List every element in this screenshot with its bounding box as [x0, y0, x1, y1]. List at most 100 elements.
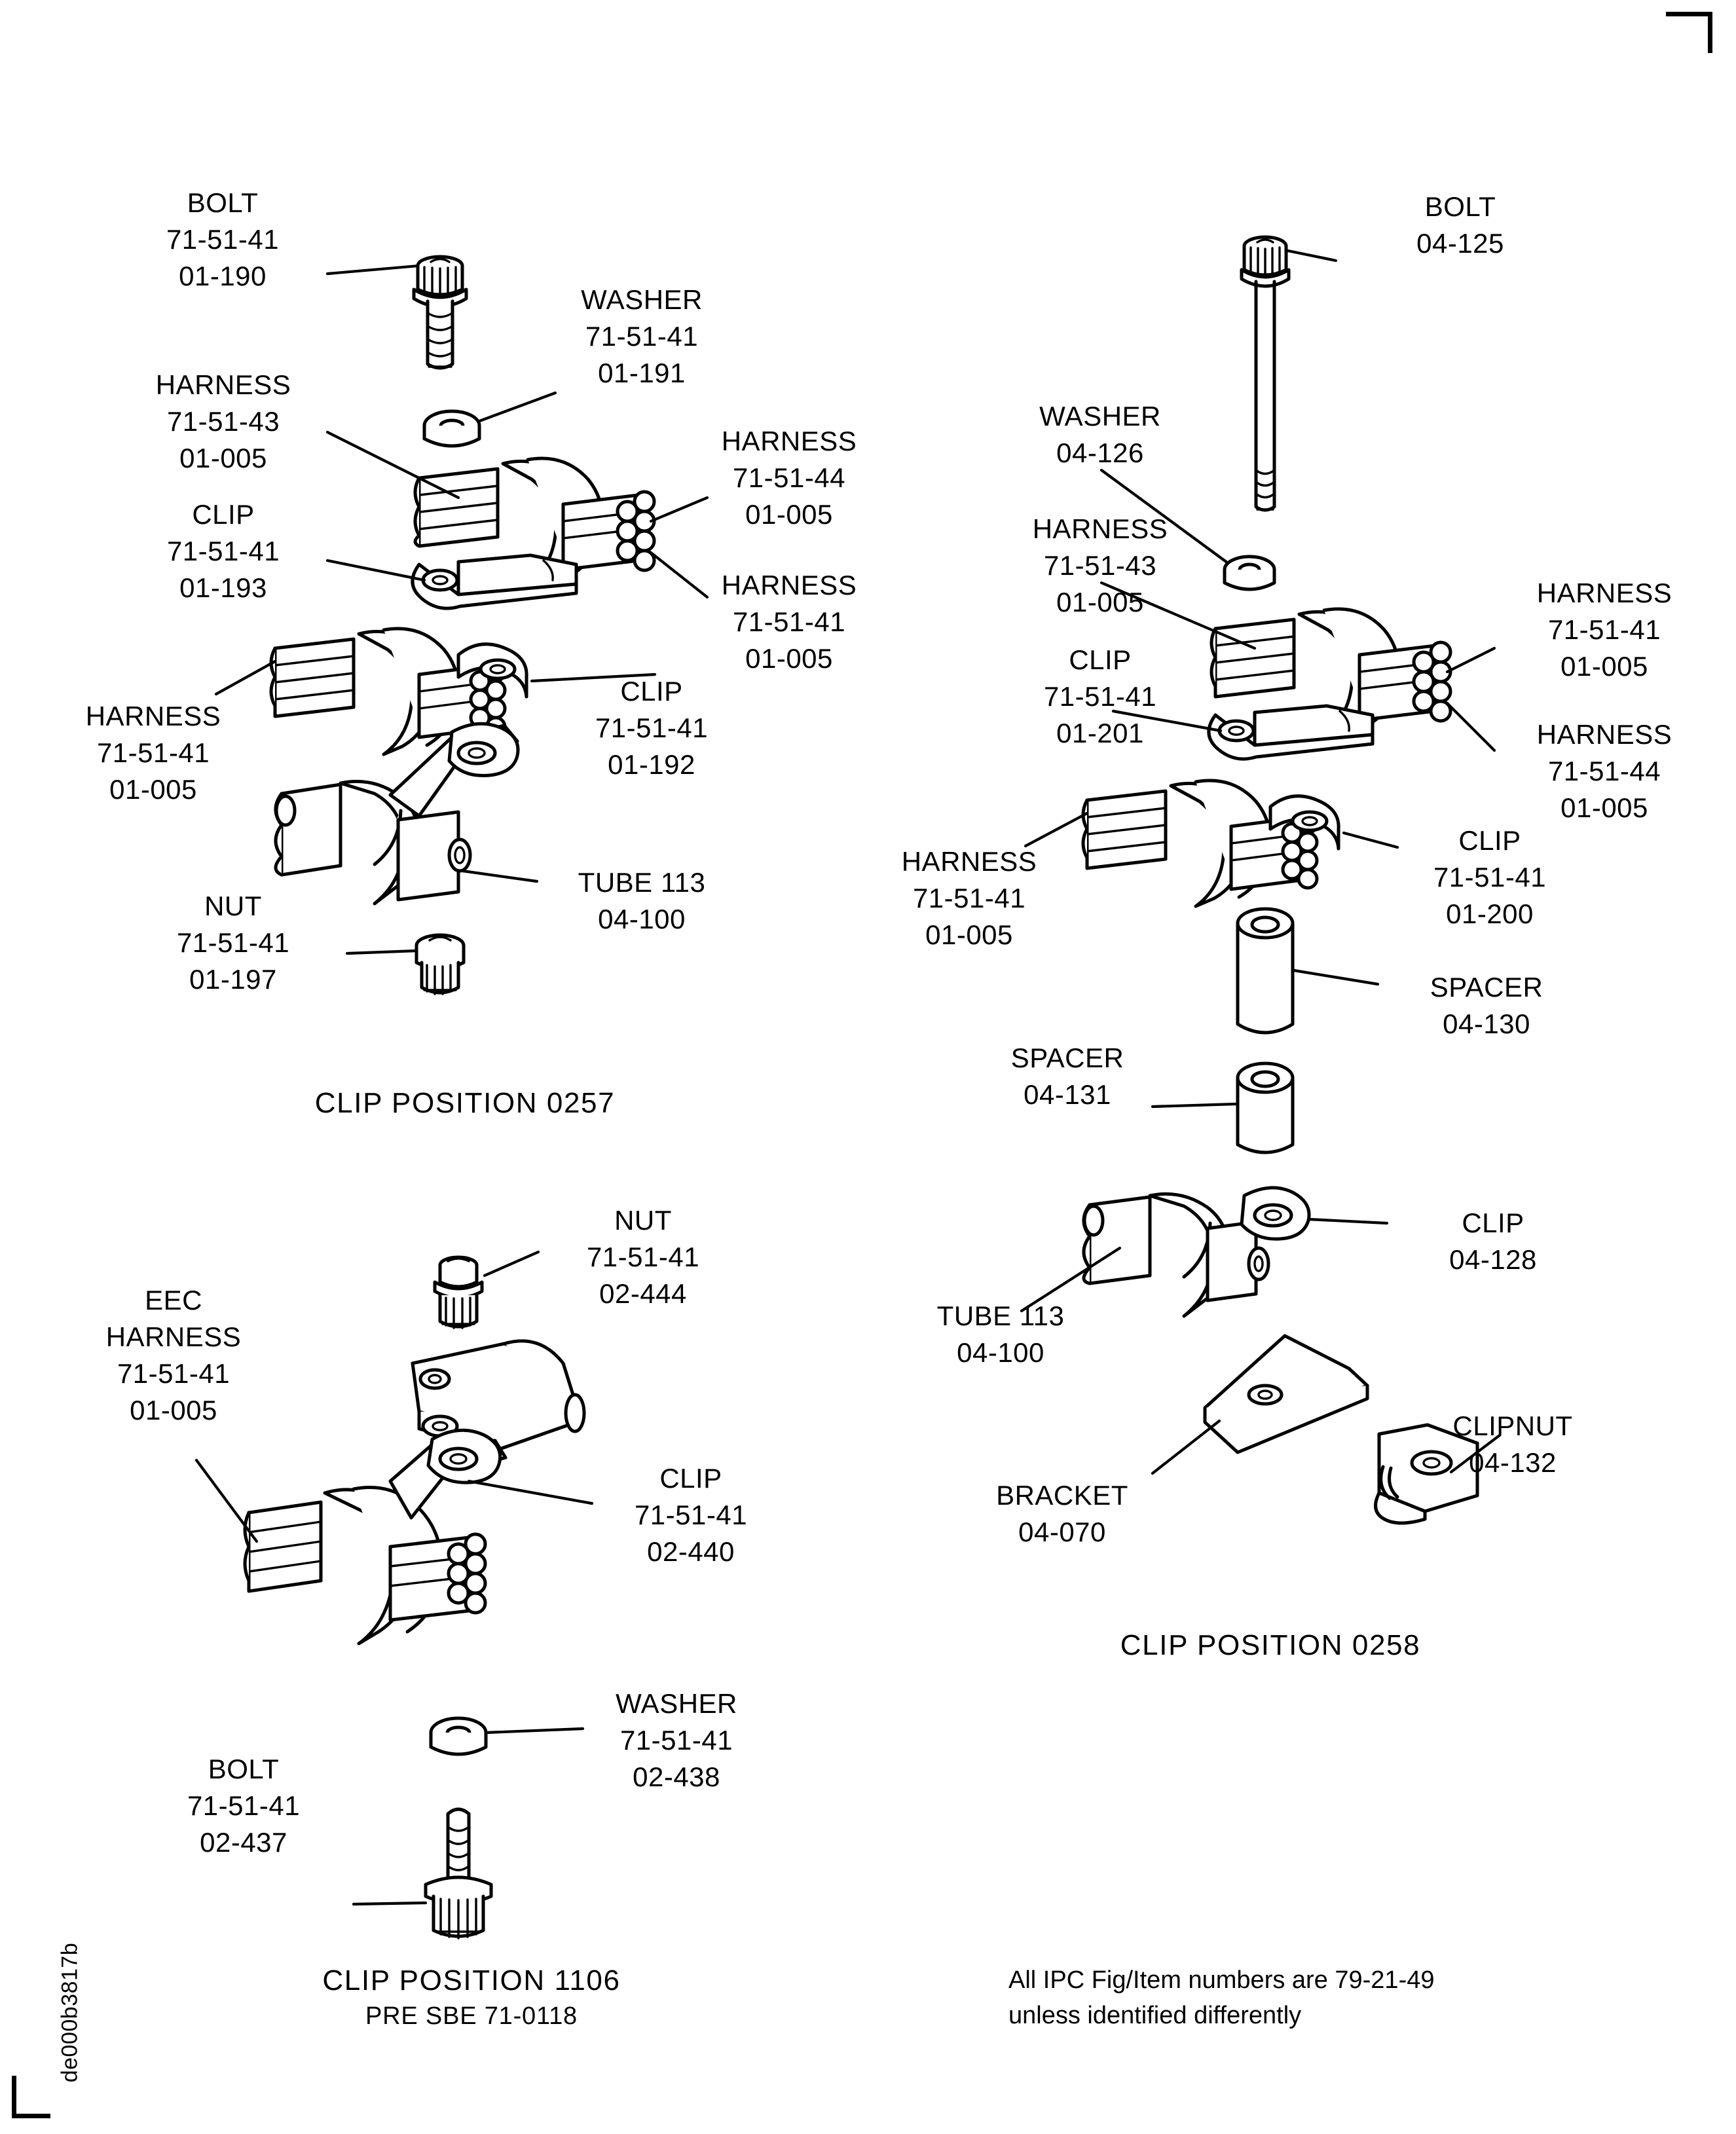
- ipc-note-line-2: unless identified differently: [1008, 2001, 1302, 2029]
- label-line-3: 71-51-41: [117, 1357, 231, 1389]
- label-harness-71-51-43-right: HARNESS 71-51-43 01-005: [1002, 511, 1198, 621]
- art-bolt-04-125: [1240, 235, 1338, 512]
- label-clip-01-193: CLIP 71-51-41 01-193: [122, 496, 325, 606]
- label-line-1: BOLT: [187, 187, 259, 218]
- label-line-3: 02-437: [200, 1826, 287, 1858]
- label-line-2: 71-51-41: [187, 1790, 301, 1821]
- label-washer-04-126: WASHER 04-126: [1002, 398, 1198, 471]
- label-bolt-04-125: BOLT 04-125: [1362, 189, 1559, 262]
- art-tube-113-04-100: [274, 722, 539, 906]
- label-line-3: 01-201: [1056, 717, 1144, 748]
- label-spacer-04-130: SPACER 04-130: [1388, 969, 1585, 1042]
- label-line-3: 01-005: [1561, 650, 1648, 682]
- label-line-1: CLIP: [192, 499, 255, 530]
- label-line-2: 71-51-41: [912, 882, 1026, 913]
- label-line-3: 02-438: [633, 1761, 720, 1792]
- art-spacer-04-130: [1236, 907, 1380, 1035]
- label-line-2: 71-51-41: [586, 1241, 700, 1272]
- label-line-1: WASHER: [616, 1688, 737, 1719]
- label-line-1: EEC: [145, 1285, 202, 1315]
- label-line-2: 71-51-41: [619, 1724, 733, 1756]
- label-line-1: BRACKET: [996, 1480, 1128, 1511]
- art-tube-bracket-1106: [411, 1339, 586, 1452]
- label-line-2: 04-100: [598, 903, 686, 934]
- label-line-3: 01-193: [179, 572, 267, 603]
- label-line-2: 71-51-41: [585, 320, 699, 352]
- label-line-1: CLIP: [1069, 644, 1132, 675]
- label-line-1: HARNESS: [721, 570, 857, 600]
- label-line-2: 71-51-41: [1547, 614, 1661, 645]
- label-line-2: 71-51-41: [595, 712, 709, 743]
- label-line-1: BOLT: [1424, 191, 1496, 222]
- label-line-1: CLIPNUT: [1452, 1410, 1573, 1441]
- label-clip-04-128: CLIP 04-128: [1395, 1205, 1591, 1278]
- ipc-note-line-1: All IPC Fig/Item numbers are 79-21-49: [1008, 1966, 1435, 1994]
- label-line-3: 01-005: [179, 442, 267, 473]
- label-line-1: TUBE 113: [578, 867, 706, 898]
- label-line-3: 01-005: [745, 642, 833, 674]
- art-nut-02-444: [433, 1250, 540, 1329]
- label-clipnut-04-132: CLIPNUT 04-132: [1414, 1408, 1611, 1481]
- label-line-2: 71-51-41: [96, 737, 210, 768]
- label-line-2: 71-51-43: [166, 405, 280, 437]
- label-line-2: 04-126: [1056, 437, 1144, 468]
- label-line-2: 04-132: [1469, 1446, 1557, 1478]
- label-line-2: 04-125: [1416, 227, 1504, 259]
- label-line-1: HARNESS: [1032, 513, 1168, 544]
- label-line-2: 71-51-41: [176, 927, 290, 958]
- label-line-1: WASHER: [1039, 401, 1161, 432]
- label-harness-71-51-41-lower: HARNESS 71-51-41 01-005: [871, 843, 1067, 953]
- label-line-1: HARNESS: [85, 701, 221, 731]
- label-line-1: HARNESS: [1536, 719, 1672, 750]
- label-line-1: CLIP: [659, 1463, 722, 1494]
- label-tube-113-04-100: TUBE 113 04-100: [544, 864, 740, 938]
- label-line-2: 71-51-43: [1043, 549, 1157, 581]
- label-line-1: HARNESS: [1536, 578, 1672, 608]
- label-line-1: CLIP: [620, 676, 683, 707]
- label-line-2: 04-131: [1024, 1078, 1111, 1110]
- label-line-3: 01-200: [1446, 898, 1534, 929]
- label-line-1: HARNESS: [901, 846, 1037, 877]
- label-line-3: 01-005: [109, 773, 197, 805]
- label-harness-71-51-41-left: HARNESS 71-51-41 01-005: [55, 698, 251, 808]
- label-line-2: 71-51-41: [166, 535, 280, 566]
- label-line-3: 01-005: [1056, 586, 1144, 617]
- label-line-3: 01-190: [179, 260, 267, 291]
- label-harness-71-51-41-right: HARNESS 71-51-41 01-005: [1506, 575, 1703, 685]
- label-clip-01-200: CLIP 71-51-41 01-200: [1395, 822, 1585, 932]
- label-line-1: CLIP: [1462, 1207, 1524, 1238]
- label-line-1: CLIP: [1458, 825, 1521, 856]
- label-line-1: SPACER: [1430, 972, 1543, 1003]
- art-clip-04-128: [1020, 1186, 1389, 1318]
- label-line-2: 04-128: [1449, 1243, 1537, 1275]
- art-spacer-04-131: [1151, 1061, 1295, 1154]
- label-line-3: 01-191: [598, 357, 686, 388]
- section-title-0257: CLIP POSITION 0257: [314, 1087, 616, 1119]
- label-line-1: BOLT: [208, 1754, 280, 1784]
- drawing-id: de000b3817b: [57, 1942, 83, 2083]
- label-line-2: 71-51-44: [732, 462, 846, 493]
- label-line-2: HARNESS: [105, 1321, 242, 1352]
- label-line-2: 71-51-41: [1043, 680, 1157, 712]
- label-line-2: 04-130: [1443, 1008, 1530, 1039]
- label-line-2: 04-070: [1018, 1516, 1106, 1547]
- label-line-2: 71-51-41: [166, 223, 280, 255]
- crop-mark-top-right: [1666, 12, 1712, 53]
- label-line-3: 01-005: [925, 919, 1013, 950]
- ipc-note: All IPC Fig/Item numbers are 79-21-49 unl…: [1008, 1963, 1435, 2034]
- label-bolt-02-437: BOLT 71-51-41 02-437: [145, 1751, 342, 1861]
- label-clip-01-201: CLIP 71-51-41 01-201: [1002, 642, 1198, 752]
- label-line-2: 71-51-41: [634, 1499, 748, 1530]
- label-line-3: 01-005: [1561, 792, 1648, 823]
- label-line-2: 71-51-41: [732, 606, 846, 637]
- label-line-2: 71-51-41: [1433, 861, 1547, 892]
- art-clip-assembly-01-193: [325, 430, 709, 610]
